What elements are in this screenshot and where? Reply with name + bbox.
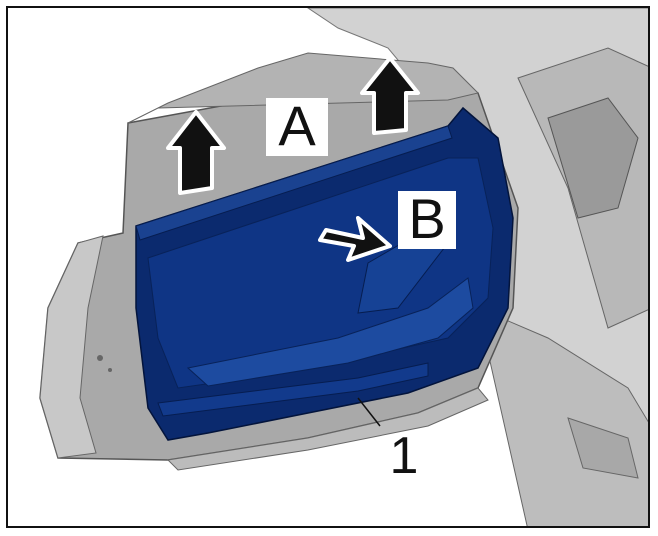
arrow-right-icon: [318, 216, 392, 262]
diagram-frame: A B 1: [6, 6, 650, 528]
callout-label-a: A: [266, 98, 328, 156]
arrow-up-icon: [360, 56, 420, 135]
callout-label-b: B: [398, 191, 456, 249]
arrow-up-icon: [166, 110, 226, 195]
door-removal-illustration: [39, 8, 648, 526]
part-1-leader-line: [357, 397, 381, 427]
part-number-label: 1: [389, 427, 419, 485]
